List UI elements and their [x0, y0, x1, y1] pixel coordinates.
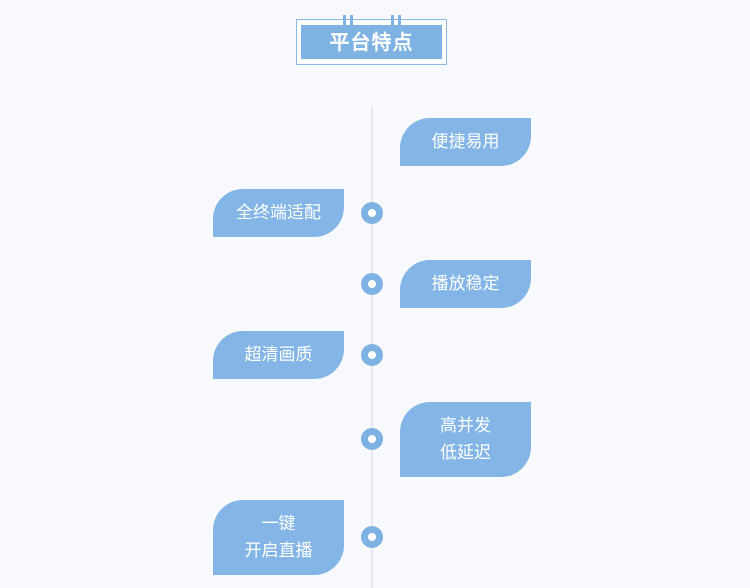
timeline-node	[361, 428, 383, 450]
feature-label: 播放稳定	[431, 273, 500, 294]
feature-card-all-terminals: 全终端适配	[213, 189, 344, 237]
feature-label-line1: 一键	[261, 513, 296, 534]
section-title: 平台特点	[301, 25, 442, 59]
section-title-frame: 平台特点	[296, 15, 447, 65]
title-clip-left	[343, 15, 353, 25]
title-clip-right	[391, 15, 401, 25]
timeline-node	[361, 526, 383, 548]
timeline-node	[361, 202, 383, 224]
feature-card-hd-quality: 超清画质	[213, 331, 344, 379]
feature-card-stable-playback: 播放稳定	[400, 260, 531, 308]
feature-label: 便捷易用	[431, 131, 500, 152]
feature-card-one-click-live: 一键 开启直播	[213, 500, 344, 575]
feature-label: 超清画质	[244, 344, 313, 365]
feature-label-line2: 开启直播	[244, 540, 313, 561]
timeline-node	[361, 344, 383, 366]
feature-label: 全终端适配	[236, 202, 321, 223]
feature-label-line2: 低延迟	[440, 442, 491, 463]
feature-label-line1: 高并发	[440, 415, 491, 436]
timeline-node	[361, 273, 383, 295]
feature-card-high-concurrency: 高并发 低延迟	[400, 402, 531, 477]
feature-card-easy-to-use: 便捷易用	[400, 118, 531, 166]
